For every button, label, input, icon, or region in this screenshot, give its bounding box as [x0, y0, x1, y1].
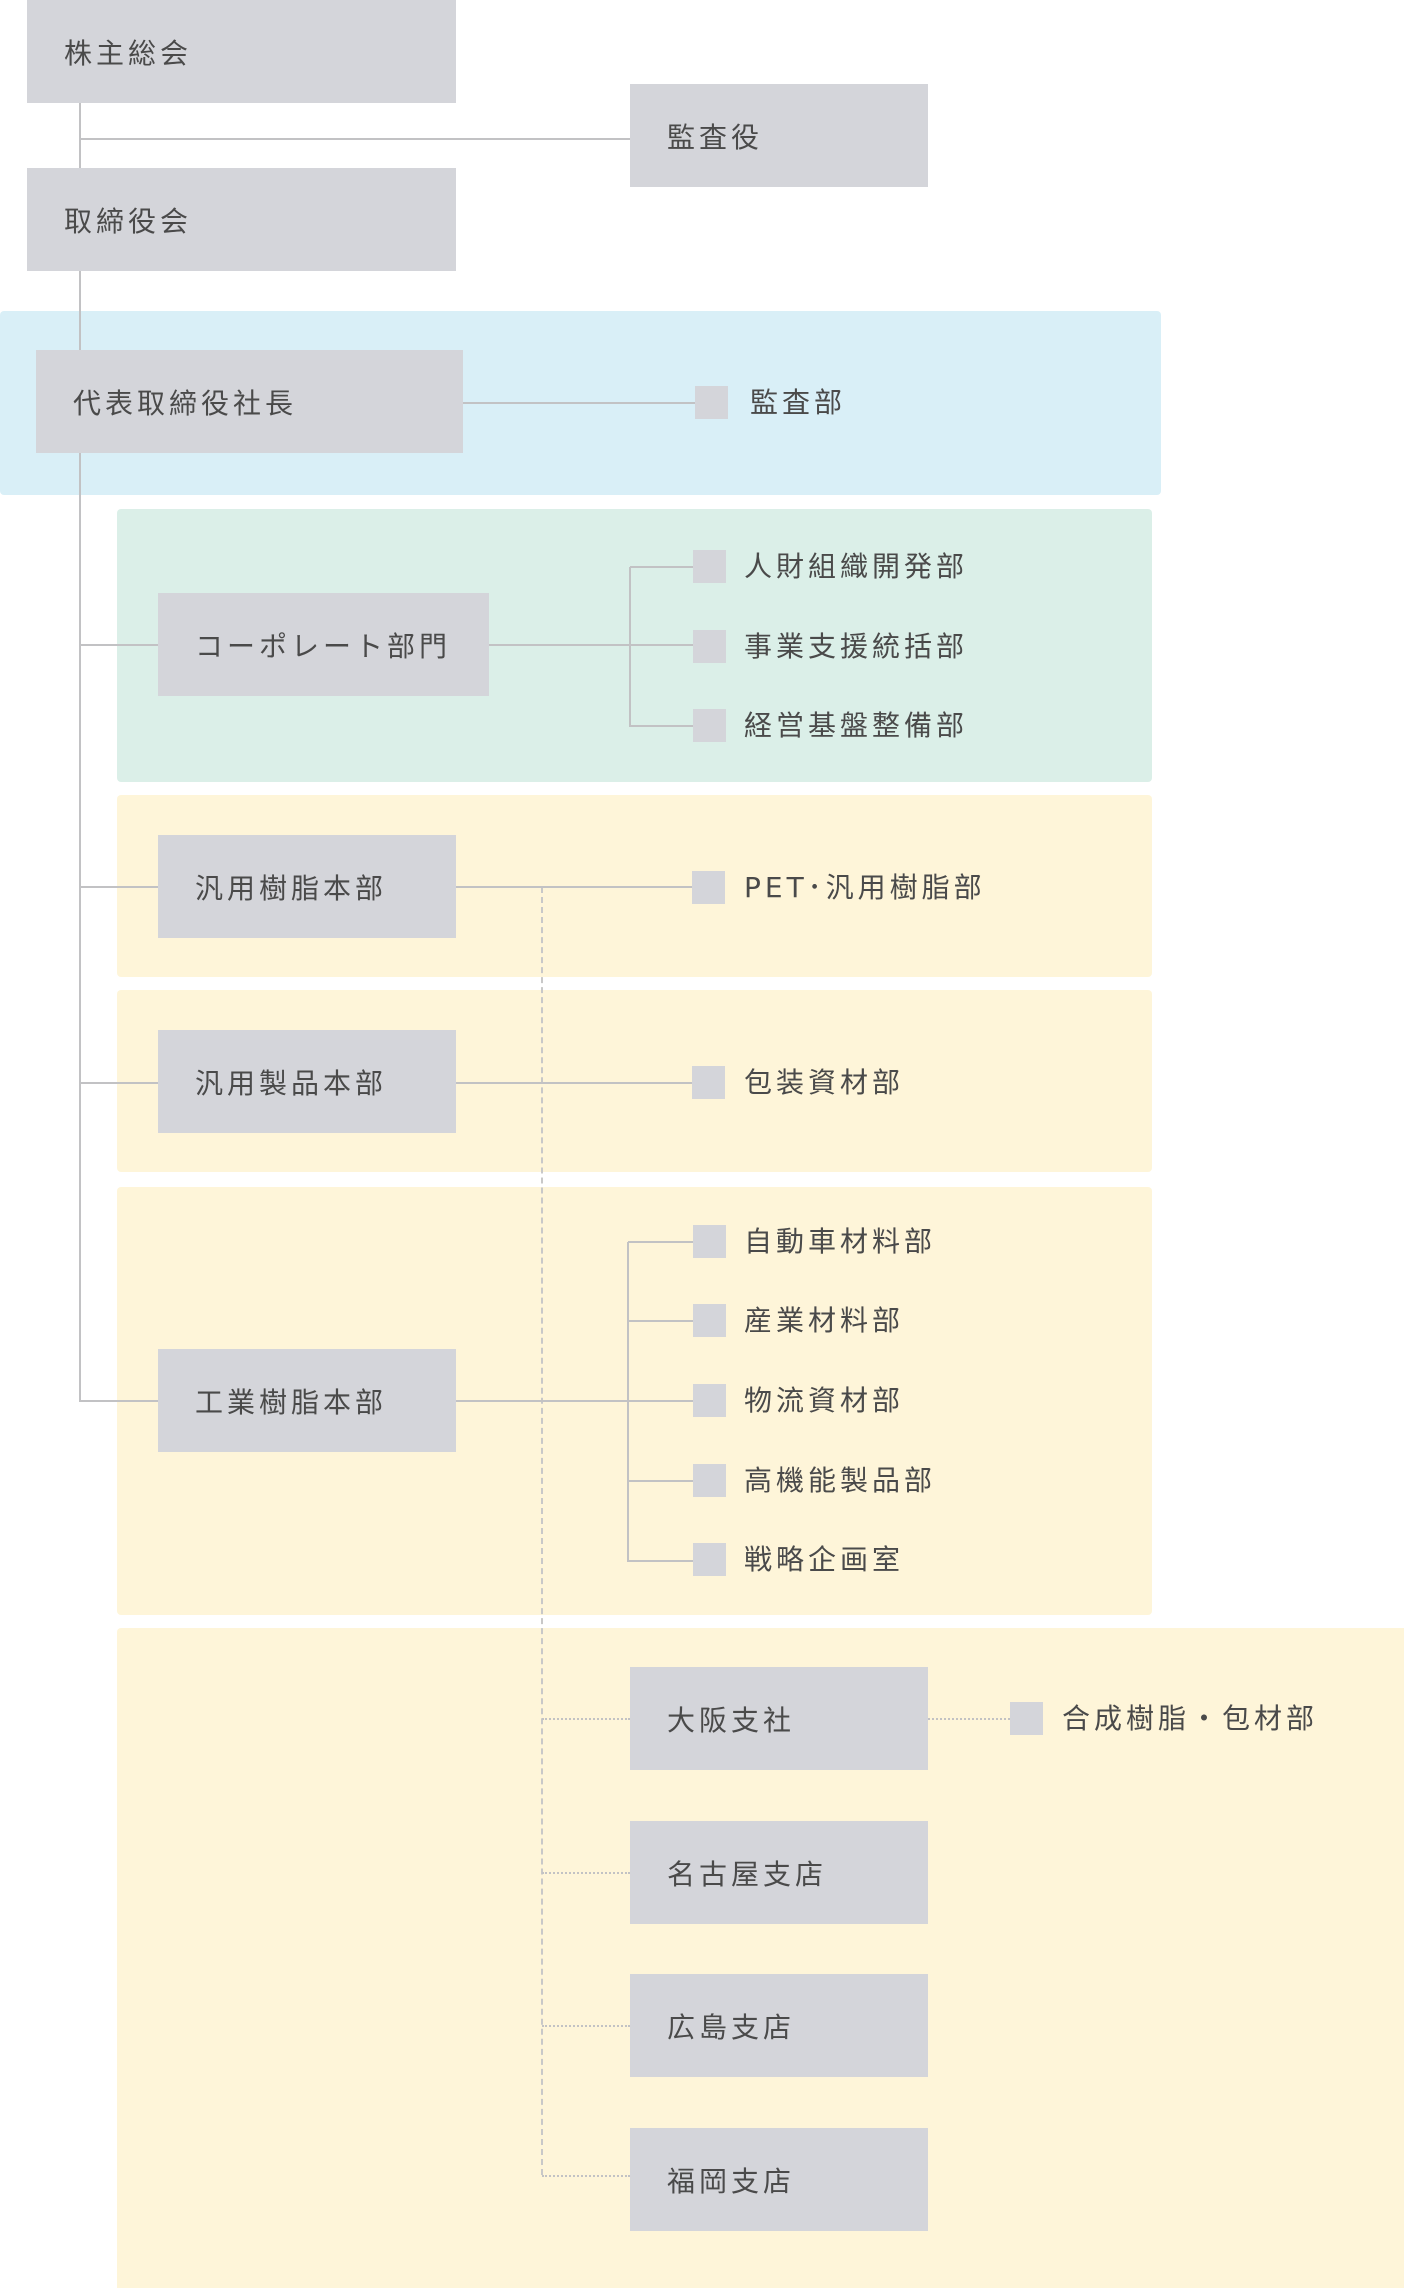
dept-marker	[693, 1384, 726, 1417]
dept-marker	[693, 709, 726, 742]
branch-label: 広島支店	[667, 2010, 796, 2044]
dept-marker	[692, 871, 725, 904]
industrial-resin-label: 工業樹脂本部	[195, 1385, 388, 1419]
bracket-tick	[628, 1241, 693, 1243]
branch-label: 大阪支社	[667, 1703, 796, 1737]
branch-connector	[542, 1718, 630, 1720]
general-products-dept-connector	[456, 1082, 692, 1084]
audit-dept-connector	[463, 402, 695, 404]
general-resin-dept-connector	[456, 886, 692, 888]
general-resin-label: 汎用樹脂本部	[195, 871, 388, 905]
dept-label: 合成樹脂・包材部	[1062, 1702, 1319, 1735]
industrial-resin-connector	[80, 1400, 158, 1402]
general-products-box: 汎用製品本部	[158, 1030, 456, 1133]
dept-label: 包装資材部	[744, 1066, 905, 1099]
nagoya-branch-box: 名古屋支店	[630, 1821, 928, 1924]
osaka-dept-connector	[928, 1718, 1010, 1720]
auditors-label: 監査役	[667, 120, 764, 154]
branch-connector	[542, 2175, 630, 2177]
dept-marker	[693, 1304, 726, 1337]
shareholders-meeting-box: 株主総会	[27, 0, 456, 103]
branch-connector	[542, 1872, 630, 1874]
dept-label: 経営基盤整備部	[744, 709, 969, 742]
corporate-label: コーポレート部門	[195, 629, 452, 663]
president-box: 代表取締役社長	[36, 350, 463, 453]
branch-label: 福岡支店	[667, 2164, 796, 2198]
main-vertical-line	[79, 103, 81, 1402]
dept-label: PET･汎用樹脂部	[744, 871, 986, 904]
dept-label: 産業材料部	[744, 1304, 905, 1337]
general-resin-connector	[80, 886, 158, 888]
corporate-bracket	[629, 567, 631, 727]
board-label: 取締役会	[64, 204, 193, 238]
shareholders-label: 株主総会	[64, 36, 193, 70]
bracket-tick	[628, 1480, 693, 1482]
board-box: 取締役会	[27, 168, 456, 271]
corporate-dept-connector	[489, 644, 693, 646]
industrial-dept-connector	[456, 1400, 693, 1402]
hiroshima-branch-box: 広島支店	[630, 1974, 928, 2077]
dept-label: 事業支援統括部	[744, 630, 969, 663]
dept-label: 人財組織開発部	[744, 550, 969, 583]
osaka-branch-box: 大阪支社	[630, 1667, 928, 1770]
dept-marker	[693, 1543, 726, 1576]
dept-marker	[692, 1066, 725, 1099]
dept-label: 戦略企画室	[744, 1543, 905, 1576]
president-label: 代表取締役社長	[73, 386, 298, 420]
general-resin-box: 汎用樹脂本部	[158, 835, 456, 938]
corporate-connector	[80, 644, 158, 646]
general-products-label: 汎用製品本部	[195, 1066, 388, 1100]
auditors-connector	[80, 138, 630, 140]
bracket-tick	[630, 566, 693, 568]
general-products-connector	[80, 1082, 158, 1084]
audit-dept-marker	[695, 386, 728, 419]
fukuoka-branch-box: 福岡支店	[630, 2128, 928, 2231]
auditors-box: 監査役	[630, 84, 928, 187]
dept-marker	[693, 1464, 726, 1497]
industrial-resin-box: 工業樹脂本部	[158, 1349, 456, 1452]
dept-marker	[693, 630, 726, 663]
dept-label: 高機能製品部	[744, 1464, 937, 1497]
dept-marker	[693, 1225, 726, 1258]
branch-connector	[542, 2025, 630, 2027]
bracket-tick	[628, 1560, 693, 1562]
branches-dashed-line	[541, 887, 543, 2175]
bracket-tick	[630, 725, 693, 727]
bracket-tick	[628, 1320, 693, 1322]
branch-label: 名古屋支店	[667, 1857, 828, 1891]
dept-label: 物流資材部	[744, 1384, 905, 1417]
industrial-bracket	[627, 1242, 629, 1562]
corporate-box: コーポレート部門	[158, 593, 489, 696]
dept-marker	[693, 550, 726, 583]
dept-label: 自動車材料部	[744, 1225, 937, 1258]
audit-dept-label: 監査部	[750, 386, 847, 419]
dept-marker	[1010, 1702, 1043, 1735]
